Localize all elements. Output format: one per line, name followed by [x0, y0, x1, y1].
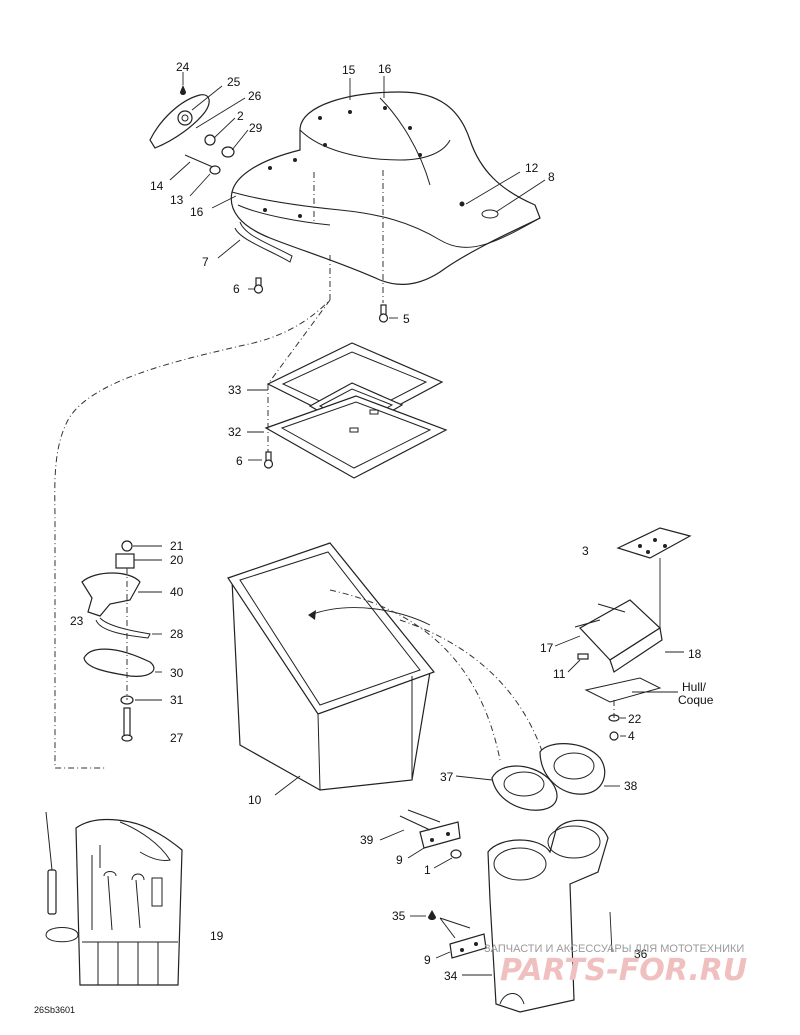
callout-7: 7 — [202, 255, 209, 269]
callout-39: 39 — [360, 833, 374, 847]
callout-23: 23 — [70, 614, 84, 628]
callout-29: 29 — [249, 121, 263, 135]
callout-35: 35 — [392, 909, 406, 923]
callout-22: 22 — [628, 712, 642, 726]
callout-33: 33 — [228, 383, 242, 397]
callout-3: 3 — [582, 544, 589, 558]
callout-4: 4 — [628, 729, 635, 743]
drawing-code: 26Sb3601 — [34, 1005, 75, 1015]
callout-16-top: 16 — [378, 62, 392, 76]
hull-label-line2: Coque — [678, 693, 714, 707]
callout-labels: 24 25 26 2 29 14 13 16 15 16 12 8 7 6 5 … — [34, 60, 714, 1015]
callout-36: 36 — [634, 947, 648, 961]
screws-top — [248, 170, 398, 323]
callout-25: 25 — [227, 75, 241, 89]
callout-9-lower: 9 — [424, 953, 431, 967]
hook-latch — [81, 540, 162, 742]
callout-30: 30 — [170, 666, 184, 680]
callout-16-left: 16 — [190, 205, 204, 219]
mounting-bracket — [554, 527, 692, 741]
callout-5: 5 — [403, 312, 410, 326]
callout-26: 26 — [248, 89, 262, 103]
callout-8: 8 — [548, 170, 555, 184]
watermark-brand: PARTS-FOR.RU — [500, 953, 747, 988]
callout-32: 32 — [228, 425, 242, 439]
callout-15: 15 — [342, 63, 356, 77]
callout-6-mid: 6 — [236, 454, 243, 468]
callout-21: 21 — [170, 539, 184, 553]
watermark-caption: ЗАПЧАСТИ И АКСЕССУАРЫ ДЛЯ МОТОТЕХНИКИ — [484, 943, 744, 955]
callout-31: 31 — [170, 693, 184, 707]
latch-cluster — [149, 72, 249, 197]
callout-18: 18 — [688, 647, 702, 661]
storage-bin — [227, 542, 435, 796]
callout-38: 38 — [624, 779, 638, 793]
callout-27: 27 — [170, 731, 184, 745]
callout-28: 28 — [170, 627, 184, 641]
hull-label-line1: Hull/ — [682, 680, 707, 694]
callout-13: 13 — [170, 193, 184, 207]
callout-11: 11 — [553, 667, 566, 681]
callout-1: 1 — [424, 863, 431, 877]
callout-37: 37 — [440, 770, 454, 784]
callout-12: 12 — [525, 161, 539, 175]
seat-assembly — [230, 91, 541, 285]
callout-24: 24 — [176, 60, 190, 74]
gasket-frames — [247, 299, 448, 479]
callout-20: 20 — [170, 553, 184, 567]
callout-19: 19 — [210, 929, 224, 943]
double-compartment — [379, 743, 620, 1013]
callout-34: 34 — [444, 969, 458, 983]
callout-2: 2 — [237, 109, 244, 123]
seat-leaders — [211, 76, 546, 259]
callout-40: 40 — [170, 585, 184, 599]
callout-6-top: 6 — [233, 282, 240, 296]
watermark: ЗАПЧАСТИ И АКСЕССУАРЫ ДЛЯ МОТОТЕХНИКИ PA… — [484, 943, 747, 988]
callout-10: 10 — [248, 793, 262, 807]
callout-9-upper: 9 — [396, 853, 403, 867]
tool-kit — [45, 811, 183, 986]
callout-14: 14 — [150, 179, 164, 193]
callout-17: 17 — [540, 641, 554, 655]
